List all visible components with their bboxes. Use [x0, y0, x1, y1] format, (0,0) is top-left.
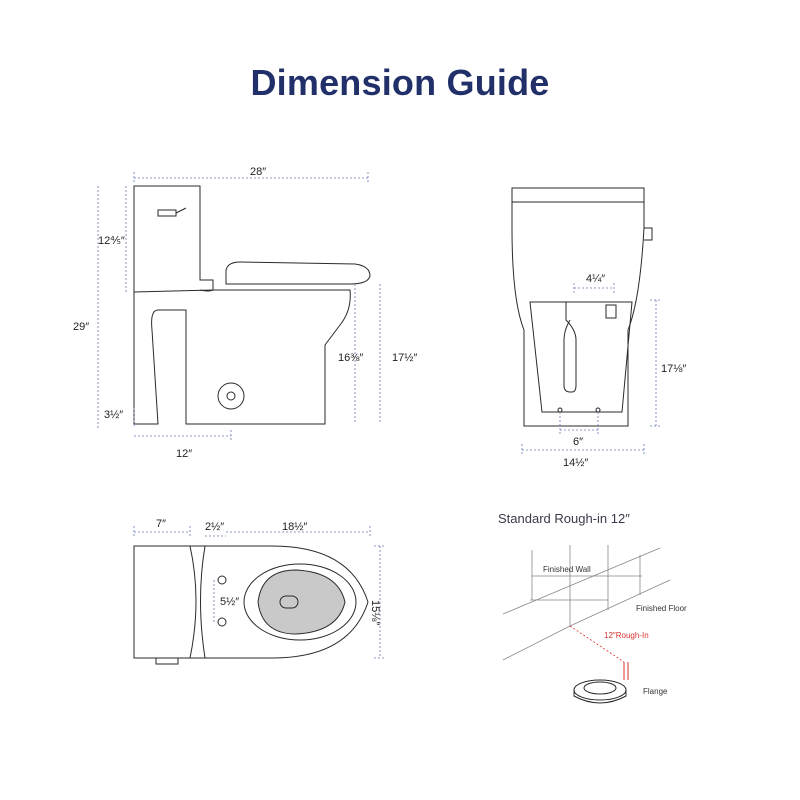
dim-bolt-spacing: 6″ — [573, 436, 583, 448]
dim-base-width: 14½″ — [563, 457, 588, 469]
side-outlet-circle — [217, 382, 245, 410]
label-finished-wall: Finished Wall — [543, 565, 591, 574]
dim-base-offset: 3½″ — [104, 409, 123, 421]
top-view: 7″ 2½″ 18½″ 5½″ 15⅛″ — [133, 518, 386, 665]
dim-seat-offset: 2½″ — [205, 521, 224, 533]
front-body-outline — [511, 201, 645, 427]
dim-rough-in: 12″ — [176, 448, 192, 460]
dim-bowl-height: 16⅜″ — [338, 352, 363, 364]
top-bowl-outline — [200, 545, 369, 659]
dim-hinge-spacing: 5½″ — [220, 596, 239, 608]
dim-tank-depth: 7″ — [156, 518, 166, 530]
dim-overall-length: 28″ — [250, 166, 266, 178]
dim-bowl-width: 15⅛″ — [369, 600, 381, 625]
label-flange: Flange — [643, 687, 668, 696]
dim-seat-height: 17½″ — [392, 352, 417, 364]
label-finished-floor: Finished Floor — [636, 604, 687, 613]
dim-inner-height: 17⅛″ — [661, 363, 686, 375]
side-tank-outline — [133, 185, 214, 293]
front-tank-lid — [511, 187, 645, 203]
front-inner-cavity — [529, 301, 633, 413]
page-title: Dimension Guide — [250, 62, 550, 103]
dim-bowl-length: 18½″ — [282, 521, 307, 533]
top-tank-outline — [133, 545, 197, 659]
dim-overall-height: 29″ — [73, 321, 89, 333]
dim-supply-width: 4¼″ — [586, 273, 605, 285]
flush-handle — [157, 209, 177, 217]
top-bowl-opening — [257, 569, 346, 635]
label-rough-in: 12″Rough-In — [604, 631, 649, 640]
side-bowl-outline — [133, 289, 351, 425]
dim-tank-height: 12⅘″ — [98, 235, 125, 247]
top-seat-rim — [243, 563, 357, 641]
rough-in-title: Standard Rough-in 12″ — [498, 511, 630, 526]
flange-icon — [573, 679, 627, 701]
front-view: 4¼″ 17⅛″ 6″ 14½″ — [511, 187, 686, 469]
rough-in-detail: Standard Rough-in 12″ Finished Wall Fini… — [498, 511, 687, 704]
side-seat-lid — [225, 261, 371, 285]
side-view: 28″ 12⅘″ 29″ 16⅜″ 17½″ 3½″ 12″ — [73, 166, 417, 460]
